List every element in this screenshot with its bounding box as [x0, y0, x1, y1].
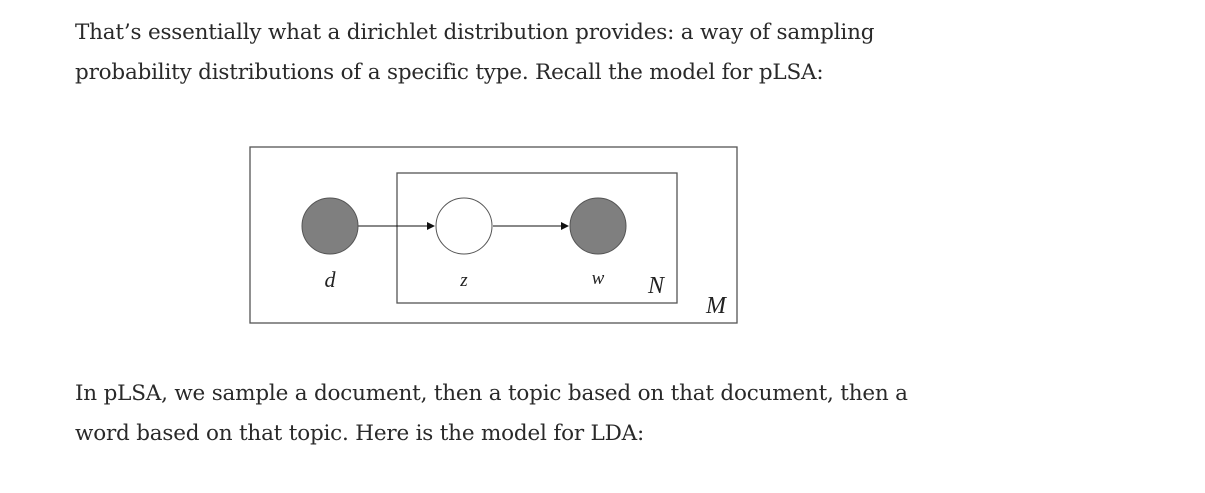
plate-diagram-svg: d z w N M: [249, 146, 738, 324]
paragraph-line: In pLSA, we sample a document, then a to…: [75, 381, 908, 406]
paragraph-line: probability distributions of a specific …: [75, 60, 824, 85]
outer-plate: [249, 146, 738, 324]
plate-label-n: N: [647, 273, 666, 299]
paragraph-intro: That’s essentially what a dirichlet dist…: [75, 13, 955, 93]
paragraph-plsa-explanation: In pLSA, we sample a document, then a to…: [75, 374, 955, 454]
node-w-observed: [569, 197, 627, 255]
paragraph-line: That’s essentially what a dirichlet dist…: [75, 20, 875, 45]
node-label-z: z: [459, 270, 468, 291]
plsa-plate-diagram: d z w N M: [249, 146, 739, 330]
node-label-d: d: [325, 267, 337, 292]
paragraph-line: word based on that topic. Here is the mo…: [75, 421, 645, 446]
plate-label-m: M: [705, 293, 728, 319]
node-z-latent: [435, 197, 493, 255]
inner-plate: [396, 172, 678, 304]
node-label-w: w: [592, 268, 605, 289]
node-d-observed: [301, 197, 359, 255]
